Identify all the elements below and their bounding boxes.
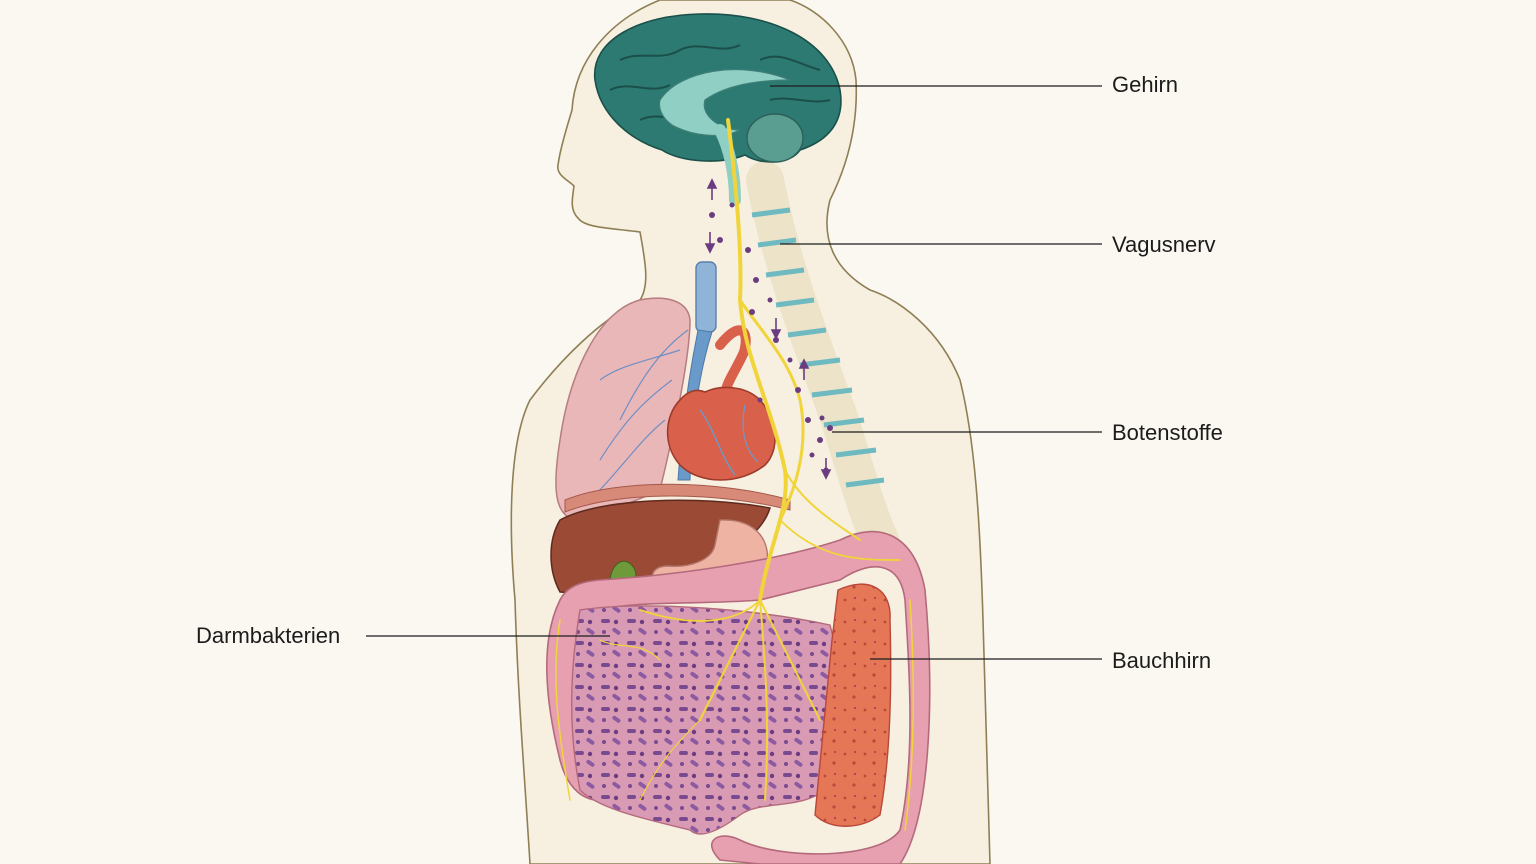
label-gehirn: Gehirn [1112,72,1179,97]
aorta-icon [715,325,751,395]
small-intestine-icon [571,605,840,835]
vagus-nerve-icon [555,118,915,831]
trachea-icon [695,261,717,333]
label-botenstoffe: Botenstoffe [1112,420,1223,445]
label-darmbakterien: Darmbakterien [196,623,341,648]
spine-icon [746,161,899,559]
label-bauchhirn: Bauchhirn [1112,648,1212,673]
leader-lines [366,85,1102,660]
signal-arrows-icon [704,178,832,480]
enteric-nervous-system-icon [814,583,892,827]
brain-icon [594,13,842,206]
bronchi-icon [594,329,689,496]
label-vagusnerv: Vagusnerv [1112,232,1216,257]
heart-icon [666,386,776,481]
diaphragm-icon [564,483,791,513]
cerebellum-icon [746,113,804,163]
